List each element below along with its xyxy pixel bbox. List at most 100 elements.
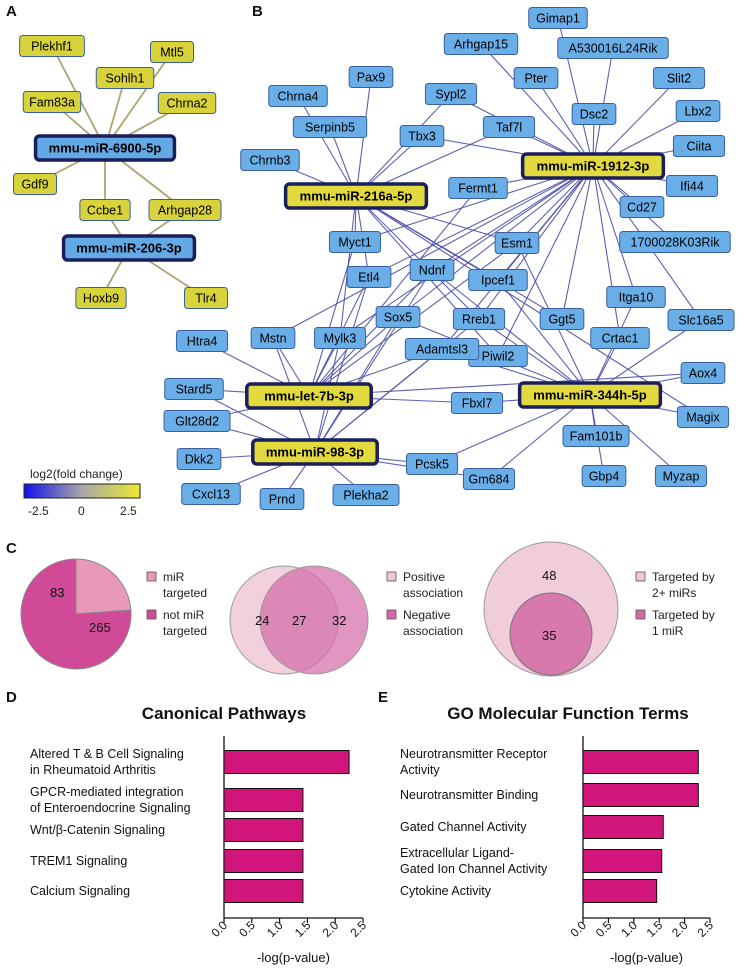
- category-label: TREM1 Signaling: [30, 854, 127, 868]
- pie-label-not-targeted: 265: [89, 620, 111, 635]
- gene-node-fam101b: Fam101b: [562, 425, 630, 447]
- node-box: [571, 103, 617, 125]
- venn-legend-line: Negative: [403, 608, 451, 622]
- venn2-legend-line: 2+ miRs: [652, 586, 696, 600]
- bar-neurotransmitter-receptor-activity: [582, 750, 699, 774]
- node-label: Hoxb9: [83, 291, 119, 305]
- x-tick-label: 1.0: [618, 918, 640, 940]
- node-box: [79, 199, 131, 221]
- gene-node-gdf9: Gdf9: [13, 173, 57, 195]
- node-box: [513, 67, 559, 89]
- b-edge-m216-ggt5: [355, 195, 563, 320]
- x-tick-label: 0.0: [567, 918, 589, 940]
- x-tick-label: 0.5: [593, 918, 615, 940]
- node-box: [462, 468, 516, 490]
- node-box: [268, 85, 328, 107]
- bar-altered-t-b-cell-signaling-in-rheumatoid-arthritis: [223, 750, 350, 774]
- venn2-legend-line: Targeted by: [652, 608, 715, 622]
- gene-node-myzap: Myzap: [654, 465, 708, 487]
- node-box: [348, 66, 394, 88]
- gene-node-chrnb3: Chrnb3: [240, 149, 300, 171]
- node-box: [590, 327, 650, 349]
- node-label: Stard5: [176, 382, 213, 396]
- node-label: Pcsk5: [415, 457, 449, 471]
- node-label: Ndnf: [419, 263, 446, 277]
- gene-node-fermt1: Fermt1: [448, 177, 508, 199]
- node-box: [176, 448, 222, 470]
- node-label: Arhgap28: [158, 203, 212, 217]
- category-label: Cytokine Activity: [400, 884, 492, 898]
- gene-node-stard5: Stard5: [164, 378, 224, 400]
- x-tick-label: 2.5: [347, 918, 369, 940]
- bar-cytokine-activity: [582, 879, 658, 903]
- gene-node-tlr4: Tlr4: [184, 287, 228, 309]
- b-edge-m1912-itga10: [592, 165, 637, 298]
- gene-node-crtac1: Crtac1: [590, 327, 650, 349]
- node-box: [606, 286, 666, 308]
- node-label: Aox4: [689, 366, 718, 380]
- gene-node-pter: Pter: [513, 67, 559, 89]
- pie-legend-line: targeted: [163, 586, 207, 600]
- gene-node-fam83a: Fam83a: [22, 91, 82, 113]
- gene-node-gbp4: Gbp4: [581, 465, 627, 487]
- x-tick-label: 0.5: [236, 918, 258, 940]
- b-edge-m1912-crtac1: [592, 165, 621, 339]
- b-edge-m216-magix: [355, 195, 704, 418]
- node-label: Ipcef1: [481, 273, 515, 287]
- node-label: Mtl5: [160, 45, 184, 59]
- b-edge-m98-etl4: [314, 276, 370, 453]
- pie-slice-not-mir-targeted: [20, 558, 132, 670]
- category-label: Altered T & B Cell Signaling: [30, 747, 184, 761]
- node-box: [75, 287, 127, 309]
- node-label: A530016L24Rik: [569, 41, 659, 55]
- gene-node-pax9: Pax9: [348, 66, 394, 88]
- node-label: Plekhf1: [31, 39, 73, 53]
- category-label: Neurotransmitter Receptor: [400, 747, 547, 761]
- gene-node-mtl5: Mtl5: [150, 41, 194, 63]
- node-box: [163, 410, 231, 432]
- node-label: Ccbe1: [87, 203, 123, 217]
- b-edge-m216-rreb1: [355, 195, 480, 320]
- gene-node-itga10: Itga10: [606, 286, 666, 308]
- node-label: Esm1: [501, 236, 533, 250]
- b-edge-let7b-aox4: [308, 372, 704, 397]
- node-label: mmu-miR-216a-5p: [300, 189, 413, 204]
- gene-node-taf7l: Taf7l: [482, 116, 536, 138]
- mir-node-mmu-mir-206-3p: mmu-miR-206-3p: [61, 234, 197, 262]
- category-label: GPCR-mediated integration: [30, 785, 184, 799]
- pie-legend-line: targeted: [163, 624, 207, 638]
- mir-node-mmu-mir-1912-3p: mmu-miR-1912-3p: [520, 152, 666, 180]
- gene-node-mstn: Mstn: [250, 327, 296, 349]
- pie-legend-line: miR: [163, 570, 185, 584]
- category-label: Calcium Signaling: [30, 884, 130, 898]
- bar-gpcr-mediated-integration-of-enteroendocrine-signaling: [223, 788, 304, 812]
- node-label: Gbp4: [589, 469, 620, 483]
- venn-legend-line: Positive: [403, 570, 445, 584]
- gene-node-sox5: Sox5: [375, 306, 421, 328]
- a-edge-m6900-mtl5: [104, 51, 173, 149]
- venn-circle-1-mir: [509, 592, 593, 676]
- node-label: Adamtsl3: [416, 342, 468, 356]
- node-label: Tbx3: [408, 129, 436, 143]
- node-box: [652, 67, 706, 89]
- node-box: [245, 382, 373, 410]
- category-label: Activity: [400, 763, 440, 777]
- venn-legend-line: association: [403, 586, 463, 600]
- legend-title: log2(fold change): [30, 467, 123, 481]
- legend-tick-mid: 0: [78, 504, 85, 518]
- node-label: mmu-miR-206-3p: [76, 241, 182, 256]
- gene-node-arhgap15: Arhgap15: [443, 33, 519, 55]
- node-box: [259, 488, 305, 510]
- legend-gradient-bar: [23, 483, 141, 499]
- node-label: Slc16a5: [678, 313, 723, 327]
- gene-node-hoxb9: Hoxb9: [75, 287, 127, 309]
- gene-node-rreb1: Rreb1: [452, 308, 506, 330]
- node-box: [494, 232, 540, 254]
- node-label: Serpinb5: [305, 120, 355, 134]
- node-label: Arhgap15: [454, 37, 508, 51]
- mir-node-mmu-mir-6900-5p: mmu-miR-6900-5p: [33, 134, 177, 162]
- x-tick-label: 2.0: [669, 918, 691, 940]
- pie-slice-mir-targeted: [75, 558, 132, 615]
